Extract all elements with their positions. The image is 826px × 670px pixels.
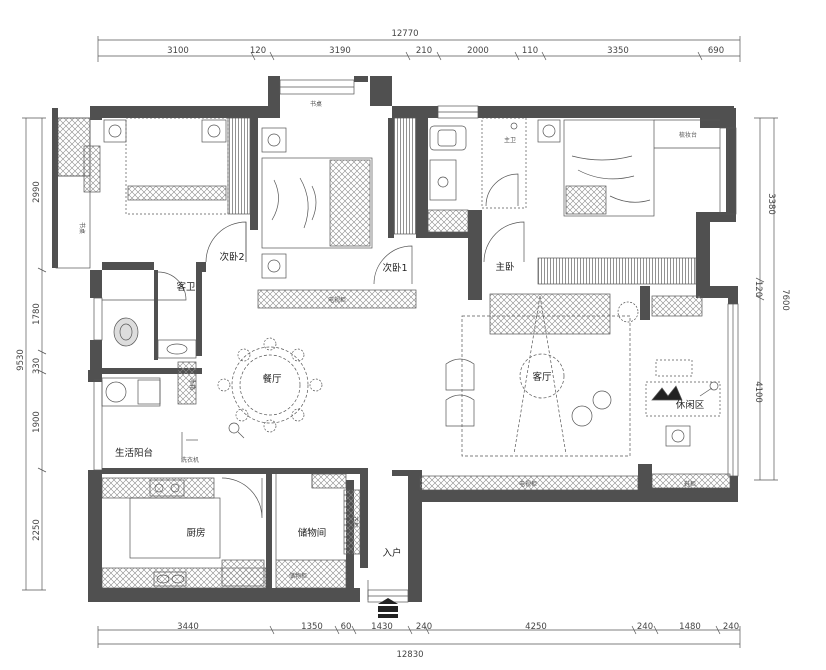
- wardrobe-bed1: [393, 117, 417, 235]
- dim-bottom-seg: 60: [341, 622, 352, 632]
- dim-top-seg: 690: [708, 46, 724, 56]
- storage-shelf-side: [343, 489, 361, 555]
- dining-table: [231, 346, 309, 424]
- dim-right-total: 7600: [780, 289, 790, 311]
- room-label-master-bath: 主卫: [504, 136, 516, 144]
- entry-fixtures: [275, 474, 398, 618]
- living-rug: [461, 315, 631, 457]
- bed-1: [261, 157, 373, 249]
- label-dressing-table: 梳妆台: [679, 131, 697, 139]
- sofa-back: [489, 293, 611, 335]
- leisure-furniture: [645, 359, 721, 447]
- room-label-leisure: 休闲区: [676, 399, 705, 411]
- bed-2: [125, 117, 229, 215]
- cabinet-bath-master: [427, 209, 469, 233]
- dim-top-seg: 210: [416, 46, 432, 56]
- label-storage-cabinet: 储物柜: [289, 572, 307, 580]
- room-label-utility-balcony: 生活阳台: [115, 447, 153, 459]
- kitchen-counter-top: [101, 477, 215, 499]
- dim-left-seg: 1900: [32, 411, 42, 433]
- dim-top-total: 12770: [391, 29, 418, 39]
- dim-bottom-seg: 1480: [679, 622, 701, 632]
- label-desk: 书桌: [310, 100, 322, 108]
- tv-cabinet-bed1: [257, 289, 417, 309]
- room-label-kitchen: 厨房: [186, 527, 205, 539]
- cabinet-left-mid: [83, 145, 101, 193]
- dim-right-seg: 3380: [766, 193, 776, 215]
- balcony-cabinet: [101, 377, 161, 407]
- dim-top-seg: 120: [250, 46, 266, 56]
- dim-top-seg: 110: [522, 46, 538, 56]
- label-tv-cabinet: 电视柜: [328, 296, 346, 304]
- dim-left-total: 9530: [16, 349, 26, 371]
- cabinet-dining: [177, 361, 197, 405]
- interior-walls: [102, 118, 650, 588]
- master-bath-fixtures: [429, 117, 527, 209]
- exterior-walls: [52, 76, 738, 602]
- cabinet-right-top: [651, 295, 703, 317]
- room-label-entry: 入户: [382, 547, 401, 559]
- dim-left-seg: 2250: [32, 519, 42, 541]
- door-swing-bed2: [205, 221, 247, 263]
- label-shoe-cabinet: 鞋柜: [684, 480, 696, 488]
- bedroom-2-furniture: [103, 117, 247, 263]
- tv-cabinet-living: [419, 475, 639, 491]
- guest-bath-fixtures: [102, 271, 197, 359]
- dim-bottom-total: 12830: [396, 650, 423, 660]
- dim-top-seg: 3100: [167, 46, 189, 56]
- dim-left-seg: 2990: [32, 181, 42, 203]
- room-label-living: 客厅: [532, 371, 552, 383]
- dim-right-seg: 120: [753, 281, 763, 297]
- bed-master: [563, 119, 655, 217]
- door-swing-master: [483, 221, 525, 263]
- sofa: [537, 257, 697, 285]
- storage-shelf: [311, 473, 347, 489]
- room-label-master-bedroom: 主卧: [495, 261, 515, 273]
- dim-bottom-seg: 1430: [371, 622, 393, 632]
- dim-bottom-seg: 4250: [525, 622, 547, 632]
- dim-left-seg: 1780: [32, 303, 42, 325]
- dim-left-seg: 330: [32, 358, 42, 374]
- balcony-fixtures: [105, 379, 198, 462]
- door-swing-bed1: [373, 245, 413, 285]
- cabinet-right-bottom: [651, 473, 731, 489]
- label-tv-cabinet: 电视柜: [519, 480, 537, 488]
- room-label-bedroom-1: 次卧1: [382, 262, 407, 274]
- storage-bottom: [275, 559, 347, 589]
- room-label-bedroom-2: 次卧2: [219, 251, 244, 263]
- living-furniture: [445, 295, 639, 457]
- dim-top-seg: 3350: [607, 46, 629, 56]
- label-washer: 洗衣机: [181, 456, 199, 464]
- dimension-lines: [22, 36, 778, 648]
- room-label-dining: 餐厅: [262, 373, 282, 385]
- room-labels: 次卧2 次卧1 主卧 客卫 主卫 餐厅 客厅 生活阳台 厨房 储物间 入户 休闲…: [115, 136, 705, 559]
- dining-furniture: [217, 337, 323, 439]
- label-fridge: 冰箱: [188, 378, 196, 390]
- master-bedroom-furniture: [483, 119, 720, 263]
- kitchen-fixtures: [129, 477, 265, 587]
- dim-top-seg: 2000: [467, 46, 489, 56]
- dimension-text: 12770 3100 120 3190 210 2000 110 3350 69…: [16, 29, 790, 660]
- dim-bottom-seg: 240: [416, 622, 432, 632]
- dim-bottom-seg: 3440: [177, 622, 199, 632]
- furniture-labels: 书桌 书桌 电视柜 电视柜 梳妆台 鞋柜 储物柜 衣柜 冰箱 洗衣机: [78, 100, 697, 580]
- dim-right-seg: 4100: [753, 381, 763, 403]
- dim-top-seg: 3190: [329, 46, 351, 56]
- dim-bottom-seg: 1350: [301, 622, 323, 632]
- dim-bottom-seg: 240: [637, 622, 653, 632]
- room-label-guest-bath: 客卫: [176, 281, 196, 293]
- label-wardrobe: 衣柜: [351, 516, 359, 528]
- room-label-storage: 储物间: [298, 527, 327, 539]
- bedroom-1-furniture: [261, 127, 413, 285]
- wardrobe-bed2: [227, 117, 251, 215]
- label-desk: 书桌: [78, 222, 86, 234]
- window-lines: [55, 79, 739, 603]
- dim-bottom-seg: 240: [723, 622, 739, 632]
